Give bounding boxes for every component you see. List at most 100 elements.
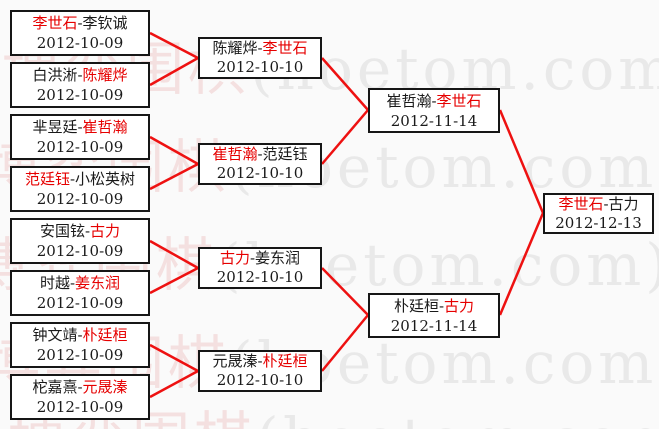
player1: 钟文靖 bbox=[32, 326, 78, 344]
match-date: 2012-12-13 bbox=[555, 213, 642, 232]
match-date: 2012-10-09 bbox=[36, 346, 124, 364]
connector-line bbox=[149, 343, 199, 373]
player1: 范廷钰 bbox=[24, 170, 70, 188]
vs-separator: - bbox=[257, 352, 263, 370]
match-players: 安国铉-古力 bbox=[12, 221, 148, 241]
connector-line bbox=[321, 57, 369, 111]
match-date: 2012-10-09 bbox=[36, 86, 124, 104]
connector-line bbox=[149, 369, 199, 399]
match-box-round1-7: 钟文靖-朴廷桓 2012-10-09 bbox=[10, 322, 150, 368]
vs-separator: - bbox=[84, 222, 91, 240]
match-box-round1-6: 时越-姜东润 2012-10-09 bbox=[10, 270, 150, 316]
vs-separator: - bbox=[77, 118, 83, 136]
match-date: 2012-10-09 bbox=[36, 34, 124, 52]
player1: 元晟溱 bbox=[212, 352, 258, 370]
vs-separator: - bbox=[69, 274, 76, 292]
watermark-en-text: (hoetom.com) bbox=[256, 405, 659, 429]
match-players: 元晟溱-朴廷桓 bbox=[200, 352, 320, 371]
vs-separator: - bbox=[438, 296, 445, 315]
match-box-round1-5: 安国铉-古力 2012-10-09 bbox=[10, 218, 150, 264]
match-box-round1-3: 芈昱廷-崔哲瀚 2012-10-09 bbox=[10, 114, 150, 160]
player1: 李世石 bbox=[32, 14, 78, 32]
match-players: 崔哲瀚-李世石 bbox=[370, 91, 498, 111]
match-box-semifinal-1: 崔哲瀚-李世石 2012-11-14 bbox=[368, 88, 500, 133]
match-date: 2012-10-10 bbox=[216, 268, 304, 286]
match-date: 2012-10-09 bbox=[36, 190, 124, 208]
player2: 李世石 bbox=[262, 39, 308, 57]
match-players: 古力-姜东润 bbox=[200, 249, 320, 268]
player1: 陈耀烨 bbox=[212, 39, 258, 57]
match-players: 崔哲瀚-范廷钰 bbox=[200, 145, 320, 164]
vs-separator: - bbox=[77, 326, 83, 344]
connector-line bbox=[498, 109, 545, 214]
connector-line bbox=[149, 162, 199, 191]
connector-line bbox=[149, 239, 199, 270]
player1: 时越 bbox=[39, 274, 70, 292]
match-players: 柁嘉熹-元晟溱 bbox=[12, 377, 148, 397]
player1: 柁嘉熹 bbox=[32, 378, 78, 396]
match-date: 2012-10-09 bbox=[36, 398, 124, 416]
player1: 古力 bbox=[219, 249, 250, 267]
connector-line bbox=[321, 314, 369, 372]
match-players: 白洪淅-陈耀烨 bbox=[12, 65, 148, 85]
match-date: 2012-10-09 bbox=[36, 294, 124, 312]
vs-separator: - bbox=[431, 91, 437, 110]
match-date: 2012-10-09 bbox=[36, 138, 124, 156]
match-date: 2012-11-14 bbox=[390, 316, 478, 335]
vs-separator: - bbox=[603, 194, 609, 213]
vs-separator: - bbox=[77, 14, 83, 32]
match-date: 2012-11-14 bbox=[390, 111, 478, 130]
match-box-round1-2: 白洪淅-陈耀烨 2012-10-09 bbox=[10, 62, 150, 108]
player1: 安国铉 bbox=[39, 222, 85, 240]
player2: 李世石 bbox=[436, 91, 482, 110]
match-box-final: 李世石-古力 2012-12-13 bbox=[543, 193, 654, 234]
player2: 古力 bbox=[608, 194, 639, 213]
player2: 范廷钰 bbox=[262, 145, 308, 163]
vs-separator: - bbox=[257, 145, 263, 163]
player2: 姜东润 bbox=[255, 249, 301, 267]
match-date: 2012-10-10 bbox=[216, 58, 304, 76]
player1: 李世石 bbox=[558, 194, 604, 213]
vs-separator: - bbox=[249, 249, 256, 267]
match-players: 时越-姜东润 bbox=[12, 273, 148, 293]
match-box-round1-4: 范廷钰-小松英树 2012-10-09 bbox=[10, 166, 150, 212]
player2: 朴廷桓 bbox=[82, 326, 128, 344]
player1: 崔哲瀚 bbox=[212, 145, 258, 163]
match-date: 2012-10-10 bbox=[216, 164, 304, 182]
vs-separator: - bbox=[257, 39, 263, 57]
connector-line bbox=[321, 267, 369, 316]
connector-line bbox=[321, 109, 369, 165]
player2: 姜东润 bbox=[75, 274, 121, 292]
match-box-round1-8: 柁嘉熹-元晟溱 2012-10-09 bbox=[10, 374, 150, 420]
player1: 白洪淅 bbox=[32, 66, 78, 84]
match-box-semifinal-2: 朴廷桓-古力 2012-11-14 bbox=[368, 293, 500, 338]
player1: 朴廷桓 bbox=[393, 296, 439, 315]
connector-line bbox=[149, 31, 199, 60]
player2: 小松英树 bbox=[75, 170, 136, 188]
match-players: 李世石-李钦诚 bbox=[12, 13, 148, 33]
match-players: 范廷钰-小松英树 bbox=[12, 169, 148, 189]
player2: 元晟溱 bbox=[82, 378, 128, 396]
connector-line bbox=[498, 212, 545, 316]
player1: 崔哲瀚 bbox=[386, 91, 432, 110]
vs-separator: - bbox=[77, 66, 83, 84]
match-players: 陈耀烨-李世石 bbox=[200, 39, 320, 58]
player2: 李钦诚 bbox=[82, 14, 128, 32]
player2: 古力 bbox=[444, 296, 475, 315]
match-players: 钟文靖-朴廷桓 bbox=[12, 325, 148, 345]
connector-line bbox=[149, 266, 199, 295]
player2: 古力 bbox=[90, 222, 121, 240]
match-date: 2012-10-09 bbox=[36, 242, 124, 260]
match-box-round2-1: 陈耀烨-李世石 2012-10-10 bbox=[198, 37, 322, 79]
match-date: 2012-10-10 bbox=[216, 371, 304, 389]
match-box-round2-2: 崔哲瀚-范廷钰 2012-10-10 bbox=[198, 143, 322, 185]
match-players: 朴廷桓-古力 bbox=[370, 296, 498, 316]
match-box-round2-4: 元晟溱-朴廷桓 2012-10-10 bbox=[198, 350, 322, 392]
match-box-round1-1: 李世石-李钦诚 2012-10-09 bbox=[10, 10, 150, 56]
player1: 芈昱廷 bbox=[32, 118, 78, 136]
connector-line bbox=[149, 56, 199, 87]
connector-line bbox=[149, 135, 199, 166]
player2: 朴廷桓 bbox=[262, 352, 308, 370]
